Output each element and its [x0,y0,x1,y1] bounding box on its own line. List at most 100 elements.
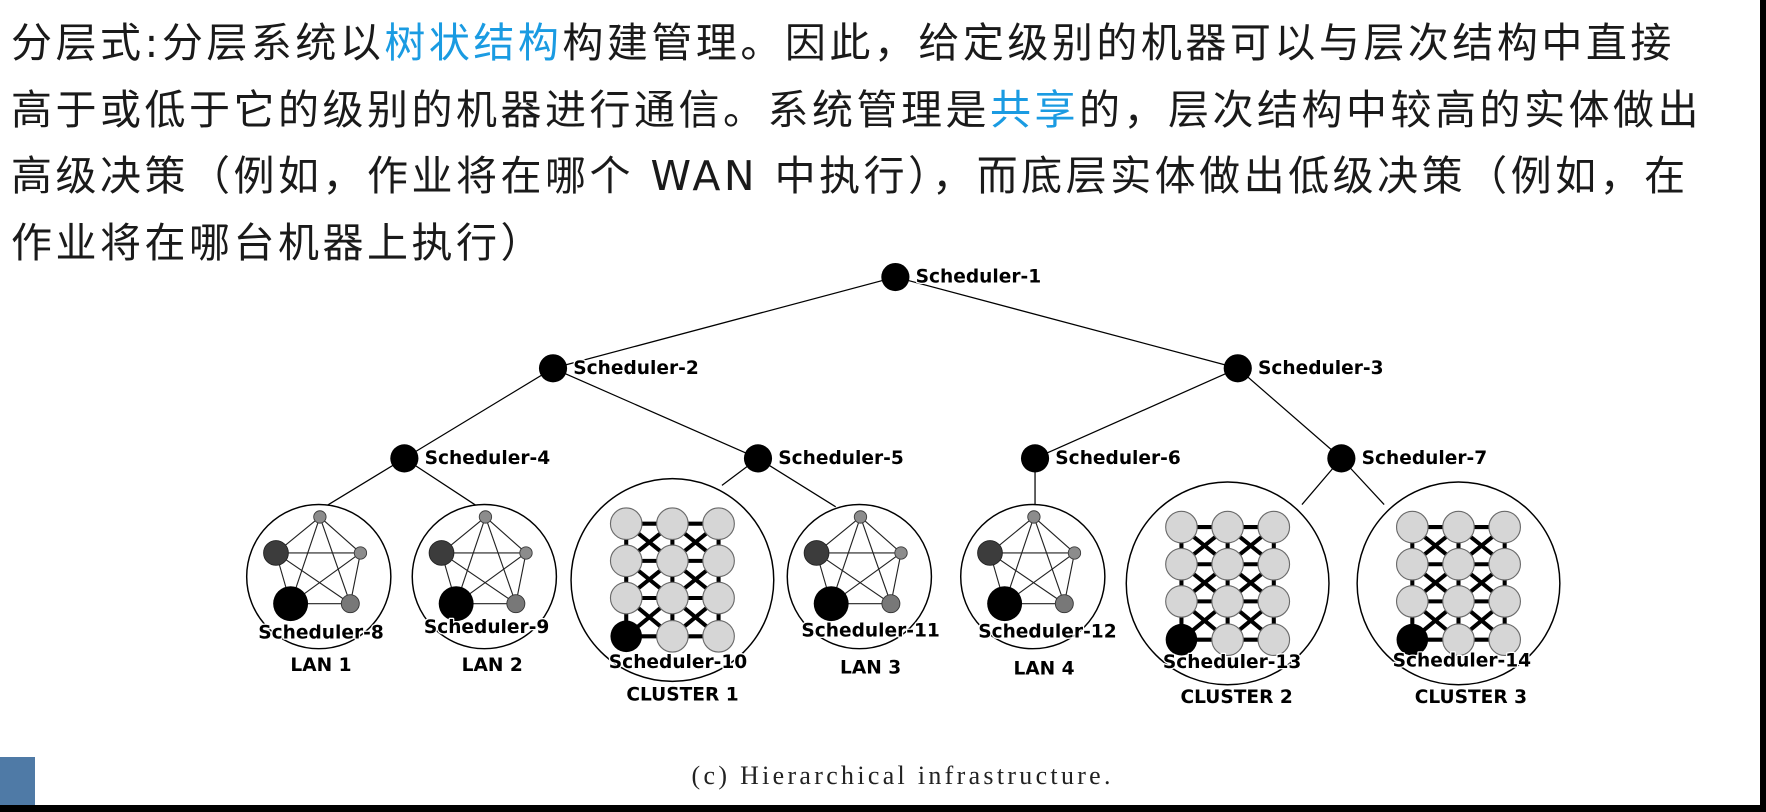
scheduler-node [881,262,910,292]
cluster-scheduler-node [1165,623,1198,656]
lan-group [411,503,558,650]
paragraph-line: 分层式:分层系统以 树状结构 构建管理。因此，给定级别的机器可以与层次结构中直接 [11,10,1702,77]
cluster-node [609,507,643,541]
tree-edge [404,367,554,459]
text-segment: 作业将在哪台机器上执行） [11,218,545,267]
lan-host-node [853,510,868,524]
figure-caption: (c) Hierarchical infrastructure. [692,761,1111,790]
scheduler-label: Scheduler-1 [916,267,1042,288]
cluster-node [1395,510,1429,544]
scheduler-label: Scheduler-12 [978,621,1116,642]
tree-edge [326,457,405,507]
scheduler-label: Scheduler-9 [424,617,550,638]
lan-group [959,503,1106,650]
scheduler-label: Scheduler-5 [778,448,904,469]
cluster-group [1125,481,1330,686]
lan-link [1033,516,1065,604]
lan-host-node [313,510,327,524]
cluster-node [656,544,689,578]
lan-host-node [881,594,901,614]
cluster-node [1442,623,1475,657]
tree-edges [326,276,1385,508]
cluster-node [1395,585,1429,618]
description-paragraph: 分层式:分层系统以 树状结构 构建管理。因此，给定级别的机器可以与层次结构中直接… [11,10,1702,276]
cluster-node [1165,585,1198,618]
lan-scheduler-node [273,586,309,622]
scheduler-label: Scheduler-4 [425,448,551,469]
paragraph-line: 作业将在哪台机器上执行） [11,210,1702,277]
scheduler-node [743,444,773,473]
cluster-node [702,544,735,578]
lan-host-node [506,594,526,614]
tree-edge [552,276,896,369]
group-label: LAN 2 [462,655,523,676]
cluster-node [1395,547,1429,581]
scheduler-label: Scheduler-11 [801,620,939,641]
lan-link [860,516,902,554]
slide-nav-block [0,757,35,806]
cluster-node [1442,547,1475,581]
scheduler-label: Scheduler-14 [1393,651,1532,672]
scheduler-node [390,444,419,473]
lan-link [319,516,361,554]
text-segment: 的，层次结构中较高的实体做出 [1079,85,1702,134]
scheduler-nodes [390,262,1356,473]
lan-host-node [478,510,493,524]
cluster-node [1257,623,1291,657]
group-label: CLUSTER 2 [1180,687,1292,708]
lan-link [859,516,892,604]
lan-host-node [803,540,830,566]
cluster-node [1442,510,1475,544]
text-segment: 高级决策（例如，作业将在哪个 WAN 中执行），而底层实体做出低级决策（例如，在 [11,152,1689,200]
cluster-node [702,619,735,653]
text-segment: 高于或低于它的级别的机器进行通信。系统管理是 [11,85,990,134]
bottom-frame-bar [0,805,1766,812]
lan-link [989,552,1065,605]
lan-link [484,516,517,604]
group-label: LAN 3 [840,657,901,678]
cluster-node [609,581,643,615]
lan-host-node [428,540,455,566]
lan-host-node [353,546,368,560]
cluster-scheduler-node [1396,623,1429,656]
cluster-node [656,619,689,653]
scheduler-label: Scheduler-7 [1362,448,1488,469]
scheduler-label: Scheduler-2 [573,358,699,379]
cluster-node [1211,623,1244,657]
paragraph-line: 高于或低于它的级别的机器进行通信。系统管理是 共享 的，层次结构中较高的实体做出 [11,77,1702,144]
cluster-node [1165,510,1198,544]
lan-host-node [1027,510,1041,524]
scheduler-node [538,354,568,383]
cluster-group [1356,481,1561,686]
scheduler-label: Scheduler-10 [609,652,748,673]
cluster-node [1211,585,1244,618]
scheduler-label: Scheduler-6 [1055,448,1181,469]
lan-host-node [977,540,1003,566]
lan-group [786,503,933,650]
lan-link [816,552,892,605]
lan-link [485,516,527,554]
group-label: LAN 1 [290,655,351,676]
tree-edge [404,457,477,507]
lan-link [319,516,351,604]
group-label: CLUSTER 3 [1415,687,1527,708]
cluster-node [1442,585,1475,618]
tree-edge [1237,367,1342,459]
tree-edge [895,276,1238,369]
cluster-node [656,507,689,541]
right-frame-bar [1760,0,1766,812]
tree-edge [757,457,837,508]
lan-host-node [263,540,289,566]
paragraph-line: 高级决策（例如，作业将在哪个 WAN 中执行），而底层实体做出低级决策（例如，在 [11,143,1702,210]
scheduler-label: Scheduler-3 [1258,358,1384,379]
cluster-node [702,581,735,615]
scheduler-label: Scheduler-13 [1163,652,1301,673]
scheduler-node [1223,354,1252,383]
lan-host-node [340,594,360,614]
cluster-node [1257,585,1291,618]
cluster-node [609,544,643,578]
cluster-node [1488,547,1521,581]
cluster-node [1488,623,1521,657]
